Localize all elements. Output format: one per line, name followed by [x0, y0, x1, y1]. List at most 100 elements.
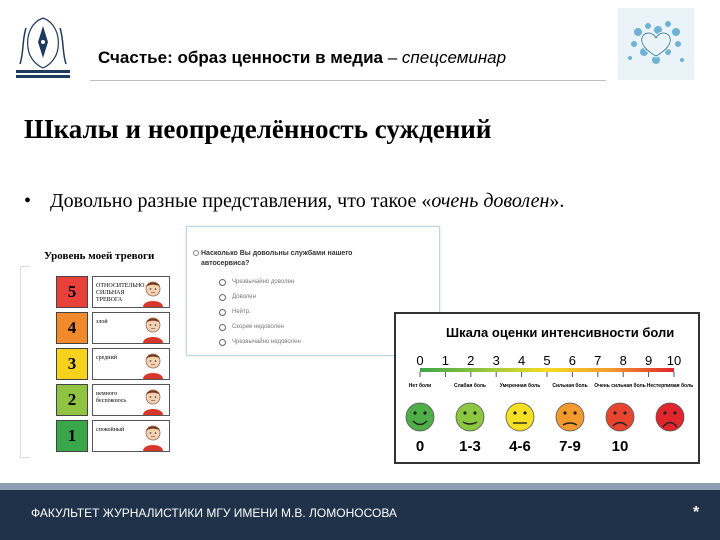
pain-tick-label: 10	[667, 353, 681, 368]
pain-face-group: Слабая боль 1-3	[454, 382, 486, 455]
radio-button[interactable]	[219, 338, 226, 346]
pain-range-label: 10	[612, 438, 629, 455]
pain-face-group: Очень сильная боль 10	[594, 382, 646, 455]
anxiety-level-number: 4	[56, 312, 88, 344]
anxiety-level-number: 2	[56, 384, 88, 416]
survey-option-label: Чрезвычайно доволен	[232, 279, 295, 285]
boy-face-icon	[140, 351, 166, 379]
header-title-dash: –	[383, 48, 402, 67]
pain-face-icon	[505, 402, 535, 432]
anxiety-scale-image: Уровень моей тревоги 5 ОТНОСИТЕЛЬНО СИЛЬН…	[20, 244, 180, 458]
radio-button[interactable]	[219, 278, 226, 286]
survey-option[interactable]: Нейтр.	[219, 307, 251, 317]
pain-tick-label: 1	[442, 353, 449, 368]
pain-face-icon	[405, 402, 435, 432]
anxiety-level-label: злой	[96, 319, 108, 325]
anxiety-level-card: ОТНОСИТЕЛЬНО СИЛЬНАЯ ТРЕВОГА	[92, 276, 170, 308]
anxiety-level-card: спокойный	[92, 420, 170, 452]
survey-option-label: Нейтр.	[232, 309, 251, 315]
anxiety-level-label: спокойный	[96, 427, 125, 433]
bullet-text-prefix: Довольно разные представления, что такое…	[50, 190, 432, 212]
pain-face-group: Умеренная боль 4-6	[500, 382, 541, 455]
anxiety-scale-title: Уровень моей тревоги	[44, 250, 155, 262]
anxiety-level-row: 5 ОТНОСИТЕЛЬНО СИЛЬНАЯ ТРЕВОГА	[56, 276, 194, 308]
pain-range-label: 0	[416, 438, 424, 455]
pain-scale-image: Шкала оценки интенсивности боли 0 1 2 3 4 5 6 7…	[394, 312, 700, 464]
question-icon	[193, 250, 199, 256]
heart-network-logo	[618, 8, 694, 80]
pain-range-label: 4-6	[509, 438, 531, 455]
bullet-text-italic: очень доволен	[431, 190, 550, 212]
footer-stripe	[0, 483, 720, 490]
bullet-dot: •	[24, 190, 32, 212]
anxiety-level-label: средний	[96, 355, 117, 361]
survey-question: Насколько Вы довольны службами нашего ав…	[201, 250, 353, 267]
radio-button[interactable]	[219, 308, 226, 316]
survey-option[interactable]: Доволен	[219, 292, 256, 302]
pain-range-label: 7-9	[559, 438, 581, 455]
survey-option[interactable]: Скорее недоволен	[219, 322, 284, 332]
radio-button[interactable]	[219, 323, 226, 331]
pain-face-group: Нестерпимая боль	[647, 382, 693, 432]
pain-tick-label: 4	[518, 353, 525, 368]
anxiety-level-number: 3	[56, 348, 88, 380]
anxiety-level-label: немного беспокоюсь	[96, 391, 127, 404]
bullet-text-suffix: ».	[549, 190, 565, 212]
anxiety-level-card: злой	[92, 312, 170, 344]
anxiety-level-number: 5	[56, 276, 88, 308]
survey-option-label: Чрезвычайно недоволен	[232, 339, 301, 345]
pain-face-label: Нестерпимая боль	[647, 382, 693, 389]
pain-face-label: Очень сильная боль	[594, 382, 646, 389]
pain-face-label: Сильная боль	[552, 382, 587, 389]
header-divider	[90, 80, 606, 81]
pain-scale-title: Шкала оценки интенсивности боли	[446, 325, 675, 340]
bullet-point: • Довольно разные представления, что тако…	[24, 190, 564, 213]
pain-face-icon	[455, 402, 485, 432]
footer-star: *	[693, 504, 700, 521]
anxiety-level-row: 3 средний	[56, 348, 194, 380]
pain-face-group: Нет боли 0	[405, 382, 435, 455]
anxiety-level-card: средний	[92, 348, 170, 380]
boy-face-icon	[140, 279, 166, 307]
survey-option-label: Доволен	[232, 294, 256, 300]
pain-tick-label: 7	[594, 353, 601, 368]
anxiety-level-row: 2 немного беспокоюсь	[56, 384, 194, 416]
boy-face-icon	[140, 315, 166, 343]
pain-tick-label: 5	[543, 353, 550, 368]
anxiety-level-number: 1	[56, 420, 88, 452]
survey-option[interactable]: Чрезвычайно доволен	[219, 277, 294, 287]
pain-face-label: Нет боли	[409, 382, 431, 389]
pain-tick-label: 0	[416, 353, 423, 368]
faculty-logo	[16, 17, 70, 78]
pain-face-icon	[655, 402, 685, 432]
header-title-main: Счастье: образ ценности в медиа	[98, 48, 384, 67]
pain-face-icon	[605, 402, 635, 432]
anxiety-level-row: 1 спокойный	[56, 420, 194, 452]
pain-gradient-bar	[420, 368, 674, 372]
anxiety-level-card: немного беспокоюсь	[92, 384, 170, 416]
anxiety-level-label: ОТНОСИТЕЛЬНО СИЛЬНАЯ ТРЕВОГА	[96, 283, 145, 303]
anxiety-level-row: 4 злой	[56, 312, 194, 344]
header-title: Счастье: образ ценности в медиа – спецсе…	[98, 48, 506, 68]
pain-tick-label: 6	[569, 353, 576, 368]
survey-option-label: Скорее недоволен	[232, 324, 284, 330]
header-title-subtitle: спецсеминар	[401, 48, 507, 67]
pain-face-label: Слабая боль	[454, 382, 486, 389]
pain-tick-label: 2	[467, 353, 474, 368]
pain-tick-label: 3	[493, 353, 500, 368]
radio-button[interactable]	[219, 293, 226, 301]
anxiety-scale-frame	[20, 266, 30, 458]
slide-title: Шкалы и неопределённость суждений	[24, 114, 492, 144]
pain-tick-label: 9	[645, 353, 652, 368]
survey-option[interactable]: Чрезвычайно недоволен	[219, 337, 301, 347]
pain-range-label: 1-3	[459, 438, 481, 455]
pain-tick-label: 8	[620, 353, 627, 368]
boy-face-icon	[140, 387, 166, 415]
pain-face-label: Умеренная боль	[500, 382, 541, 389]
boy-face-icon	[140, 423, 166, 451]
footer-text: ФАКУЛЬТЕТ ЖУРНАЛИСТИКИ МГУ ИМЕНИ М.В. ЛО…	[31, 506, 397, 520]
pain-face-icon	[555, 402, 585, 432]
footer-bar: ФАКУЛЬТЕТ ЖУРНАЛИСТИКИ МГУ ИМЕНИ М.В. ЛО…	[0, 490, 720, 540]
pain-face-group: Сильная боль 7-9	[552, 382, 587, 455]
